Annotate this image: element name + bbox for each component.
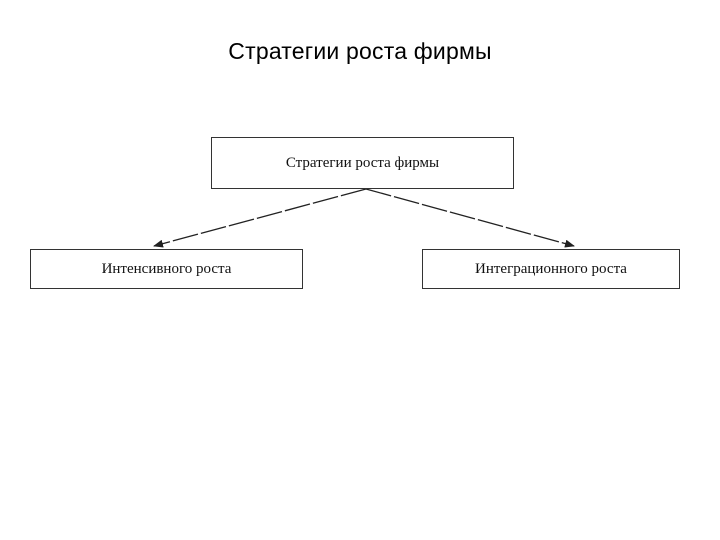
child-node-integration-box: Интеграционного роста	[422, 249, 680, 289]
root-node-label: Стратегии роста фирмы	[285, 154, 440, 171]
slide-title: Стратегии роста фирмы	[228, 38, 492, 64]
connector-left-arrow	[153, 188, 367, 248]
child-node-integration-label: Интеграционного роста	[475, 260, 627, 277]
root-node-box: Стратегии роста фирмы	[211, 137, 514, 189]
child-node-intensive-box: Интенсивного роста	[30, 249, 303, 289]
child-node-intensive-label: Интенсивного роста	[101, 260, 232, 277]
connector-right-arrow	[365, 188, 575, 248]
